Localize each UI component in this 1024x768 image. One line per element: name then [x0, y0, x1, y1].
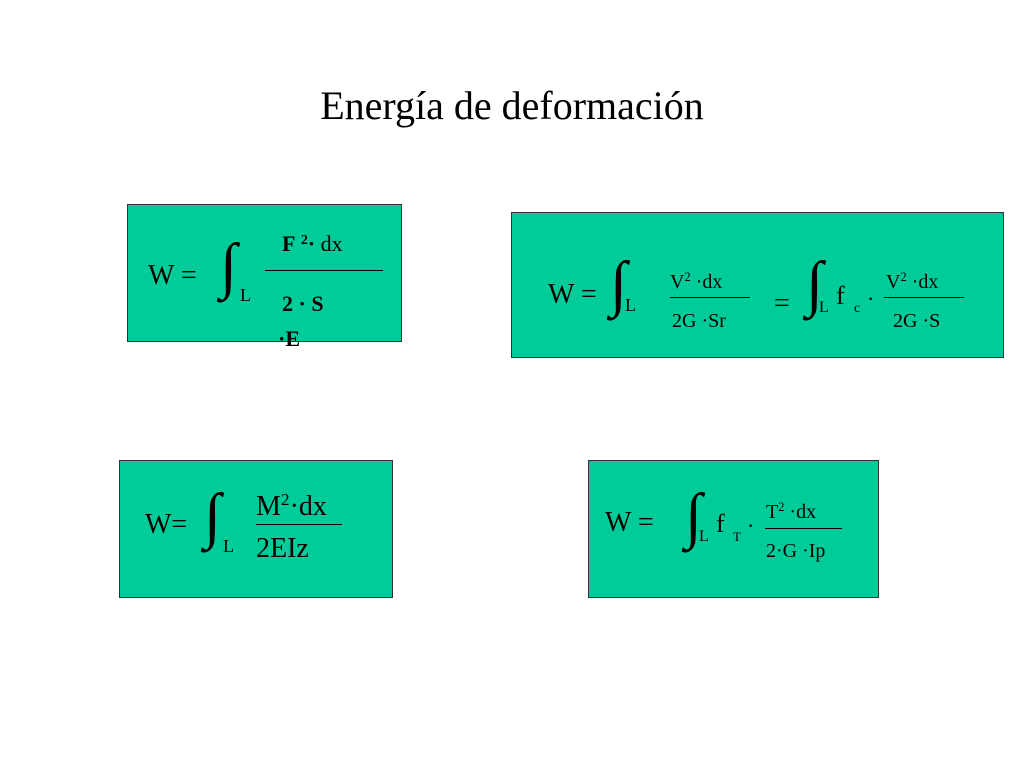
axial-lhs: W =	[148, 260, 197, 291]
torsion-numerator: T2 ·dx	[766, 500, 817, 524]
torsion-num-rest: ·dx	[784, 501, 817, 523]
bending-limit: L	[223, 536, 234, 556]
axial-denominator-2: ·E	[278, 326, 301, 351]
bending-numerator: M2·dx	[256, 490, 327, 523]
axial-denominator-1: 2 · S	[282, 291, 324, 316]
bending-fraction-line	[256, 524, 342, 525]
shear-lhs: W =	[548, 279, 597, 310]
torsion-limit: L	[699, 528, 709, 545]
shear-factor-dot: ·	[867, 286, 875, 311]
axial-num-F: F	[282, 231, 296, 256]
torsion-factor: f	[716, 509, 725, 538]
shear-frac1-numerator: V2 ·dx	[670, 270, 723, 294]
bending-num-M: M	[256, 491, 281, 522]
axial-formula-box: W = ∫ L F 2· dx 2 · S ·E	[127, 204, 402, 351]
shear-frac1-denominator: 2G ·Sr	[672, 310, 726, 332]
shear-factor-sub: c	[854, 301, 861, 316]
axial-num-exp: 2	[300, 231, 308, 247]
shear-frac2-rest: ·dx	[906, 271, 939, 293]
axial-num-dx: dx	[320, 231, 343, 256]
shear-frac2-V: V	[886, 271, 901, 293]
shear-frac2-denominator: 2G ·S	[893, 310, 941, 332]
axial-fraction-line	[265, 270, 383, 271]
shear-factor: f	[836, 281, 845, 310]
shear-formula-box: W = ∫ L V2 ·dx 2G ·Sr = ∫ L f c · V2 ·dx…	[511, 212, 1004, 358]
shear-frac1-V: V	[670, 271, 685, 293]
bending-denominator: 2EIz	[256, 533, 309, 564]
torsion-factor-sub: T	[733, 529, 741, 544]
shear-frac2-line	[884, 297, 964, 298]
shear-integral-sign-2: ∫	[806, 250, 823, 318]
bending-num-exp: 2	[280, 490, 290, 510]
shear-frac1-line	[670, 297, 750, 298]
shear-frac1-exp: 2	[684, 270, 691, 285]
axial-integral-sign: ∫	[220, 232, 237, 300]
shear-frac2-numerator: V2 ·dx	[886, 270, 939, 294]
shear-limit-2: L	[819, 299, 829, 316]
torsion-lhs: W =	[605, 507, 654, 538]
axial-limit: L	[240, 285, 251, 305]
bending-formula-box: W= ∫ L M2·dx 2EIz	[119, 460, 393, 598]
shear-equals: =	[774, 288, 790, 319]
torsion-fraction-line	[765, 528, 842, 529]
shear-frac2-exp: 2	[900, 270, 907, 285]
torsion-formula-box: W = ∫ L f T · T2 ·dx 2·G ·Ip	[588, 460, 879, 598]
bending-lhs: W=	[145, 509, 188, 540]
torsion-num-T: T	[766, 501, 779, 523]
torsion-integral-sign: ∫	[685, 482, 702, 550]
shear-frac1-rest: ·dx	[690, 271, 723, 293]
shear-integral-sign: ∫	[610, 250, 627, 318]
bending-integral-sign: ∫	[204, 482, 221, 550]
page-title: Energía de deformación	[320, 83, 704, 128]
torsion-num-exp: 2	[778, 500, 785, 515]
torsion-factor-dot: ·	[747, 513, 755, 538]
shear-limit: L	[625, 295, 636, 315]
axial-num-dot: ·	[307, 231, 316, 256]
bending-num-rest: ·dx	[289, 491, 327, 522]
axial-numerator: F 2· dx	[282, 231, 343, 257]
torsion-denominator: 2·G ·Ip	[766, 540, 826, 562]
